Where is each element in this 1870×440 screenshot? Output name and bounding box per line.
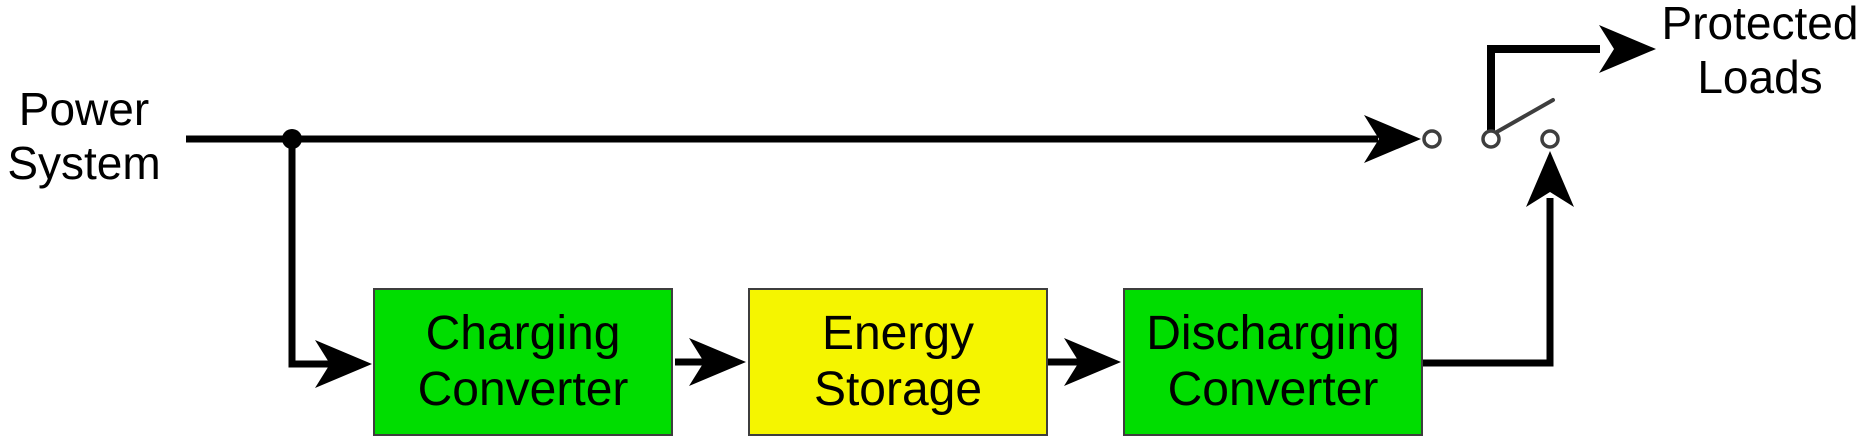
main-feed-arrowhead <box>1364 115 1421 163</box>
discharge-output-wire <box>1423 198 1554 367</box>
charging-converter-box: Charging Converter <box>373 288 673 436</box>
storage-to-discharge-arrowhead <box>1064 338 1121 386</box>
power-system-label: Power System <box>7 83 161 189</box>
protected-loads-label: Protected Loads <box>1661 0 1859 103</box>
discharging-converter-box: Discharging Converter <box>1123 288 1423 436</box>
energy-storage-label: Energy Storage <box>813 307 983 416</box>
switch-contact-common <box>1481 129 1501 149</box>
switch-output-wire <box>1487 45 1600 132</box>
branch-arrowhead <box>315 340 372 388</box>
discharging-converter-label: Discharging Converter <box>1146 307 1400 416</box>
switch-blade <box>1493 98 1555 135</box>
switch-contact-left <box>1422 129 1442 149</box>
energy-storage-box: Energy Storage <box>748 288 1048 436</box>
switch-contact-right <box>1540 129 1560 149</box>
branch-wire <box>288 139 330 368</box>
switch-output-arrowhead <box>1599 25 1656 73</box>
discharge-output-arrowhead <box>1526 151 1574 207</box>
charging-converter-label: Charging Converter <box>417 307 629 416</box>
charge-to-storage-arrowhead <box>689 338 746 386</box>
